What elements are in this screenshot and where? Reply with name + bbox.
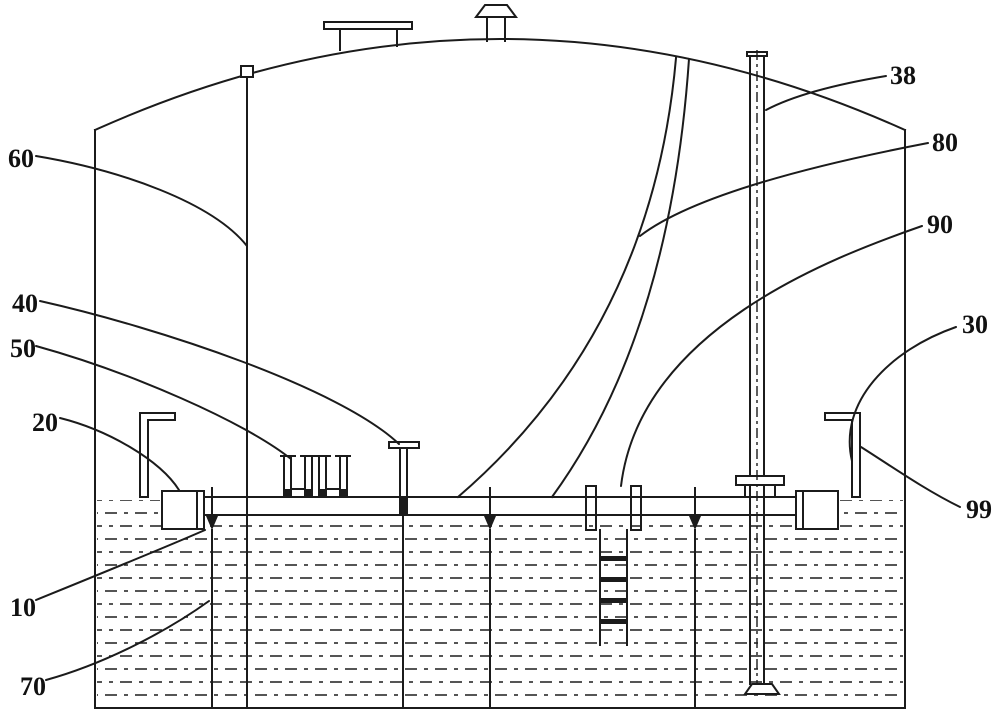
leader-80 [639,142,929,237]
leader-38 [765,75,887,111]
dome-nozzle-flange [323,21,413,51]
floating-deck [161,496,839,516]
callout-30: 30 [962,310,988,339]
callout-50: 50 [10,334,36,363]
callout-10: 10 [10,593,36,622]
callout-38: 38 [890,61,916,90]
leader-99 [860,446,961,508]
dome-vent-cap [474,4,518,42]
leader-20 [59,417,180,491]
guide-pole [735,50,785,695]
shell-bracket-right [824,412,861,498]
dome-fitting-square [240,65,254,78]
flexible-cable [456,56,691,499]
shell-bracket-left [139,412,176,498]
callout-90: 90 [927,210,953,239]
deck-support-channels [280,455,351,498]
guide-pole-deck-gland [735,475,785,486]
tank-shell [93,38,907,709]
deck-seal-right [795,490,839,530]
leader-50 [35,345,292,460]
deck-fitting-rod [388,441,420,515]
callout-labels: 38 80 90 30 99 60 40 50 20 10 70 [8,61,992,701]
leader-30 [848,326,957,462]
gauge-standpipe [240,65,254,709]
ladder [599,529,628,646]
liquid-hatch [97,500,903,706]
leader-60 [35,155,248,247]
leader-90 [620,225,923,487]
callout-99: 99 [966,495,992,524]
leader-70 [45,600,210,681]
leader-10 [35,529,206,601]
tank-dome [93,38,907,132]
callout-70: 70 [20,672,46,701]
deck-seal-left [161,490,205,530]
callout-20: 20 [32,408,58,437]
support-legs [206,487,701,709]
leader-lines [35,75,961,681]
callout-80: 80 [932,128,958,157]
leader-40 [39,300,400,445]
callout-60: 60 [8,144,34,173]
guide-pole-foot [743,683,781,695]
deck-manhole-box [585,485,642,531]
callout-40: 40 [12,289,38,318]
